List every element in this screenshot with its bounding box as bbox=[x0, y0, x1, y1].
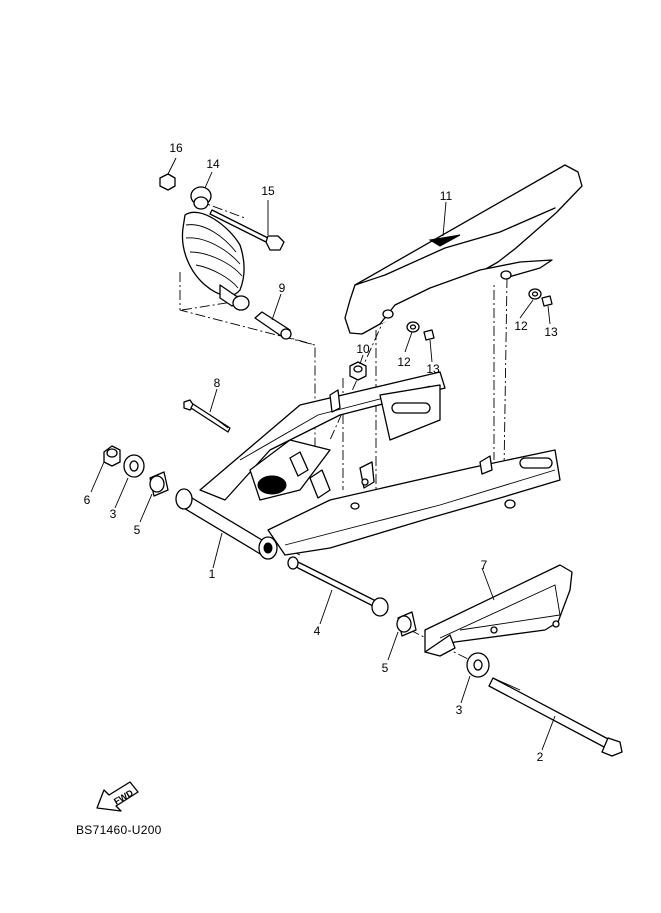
callout-6: 6 bbox=[84, 493, 91, 507]
callout-3-left: 3 bbox=[110, 507, 117, 521]
bushings-left bbox=[103, 445, 169, 497]
callout-12-left: 12 bbox=[397, 355, 411, 369]
callout-15: 15 bbox=[261, 184, 275, 198]
callout-1: 1 bbox=[209, 567, 216, 581]
leader-lines bbox=[90, 157, 556, 751]
spacer-9 bbox=[254, 311, 292, 340]
callout-labels: 16 14 15 9 10 11 12 13 12 13 8 6 3 5 1 4… bbox=[84, 141, 558, 764]
callout-5-left: 5 bbox=[134, 523, 141, 537]
callout-9: 9 bbox=[279, 281, 286, 295]
callout-8: 8 bbox=[214, 376, 221, 390]
callout-10: 10 bbox=[356, 342, 370, 356]
pivot-shaft bbox=[488, 677, 623, 757]
bolt-8 bbox=[183, 399, 231, 433]
fwd-arrow-icon: FWD bbox=[96, 781, 139, 812]
reference-code: BS71460-U200 bbox=[76, 823, 162, 837]
nut-10 bbox=[349, 361, 367, 381]
callout-5-right: 5 bbox=[382, 661, 389, 675]
chain-guide bbox=[424, 564, 573, 657]
bushing-right bbox=[396, 611, 490, 678]
callout-7: 7 bbox=[481, 558, 488, 572]
callout-13-left: 13 bbox=[426, 362, 440, 376]
callout-3-right: 3 bbox=[456, 703, 463, 717]
chain-case bbox=[344, 164, 583, 335]
shock-bolt bbox=[159, 173, 285, 251]
callout-4: 4 bbox=[314, 624, 321, 638]
swingarm bbox=[175, 371, 561, 560]
callout-16: 16 bbox=[169, 141, 183, 155]
washers-screws bbox=[406, 288, 553, 341]
collar bbox=[287, 556, 389, 617]
callout-12-right: 12 bbox=[514, 319, 528, 333]
callout-2: 2 bbox=[537, 750, 544, 764]
callout-14: 14 bbox=[206, 157, 220, 171]
callout-11: 11 bbox=[440, 189, 453, 203]
rear-shock bbox=[181, 186, 250, 311]
callout-13-right: 13 bbox=[544, 325, 558, 339]
